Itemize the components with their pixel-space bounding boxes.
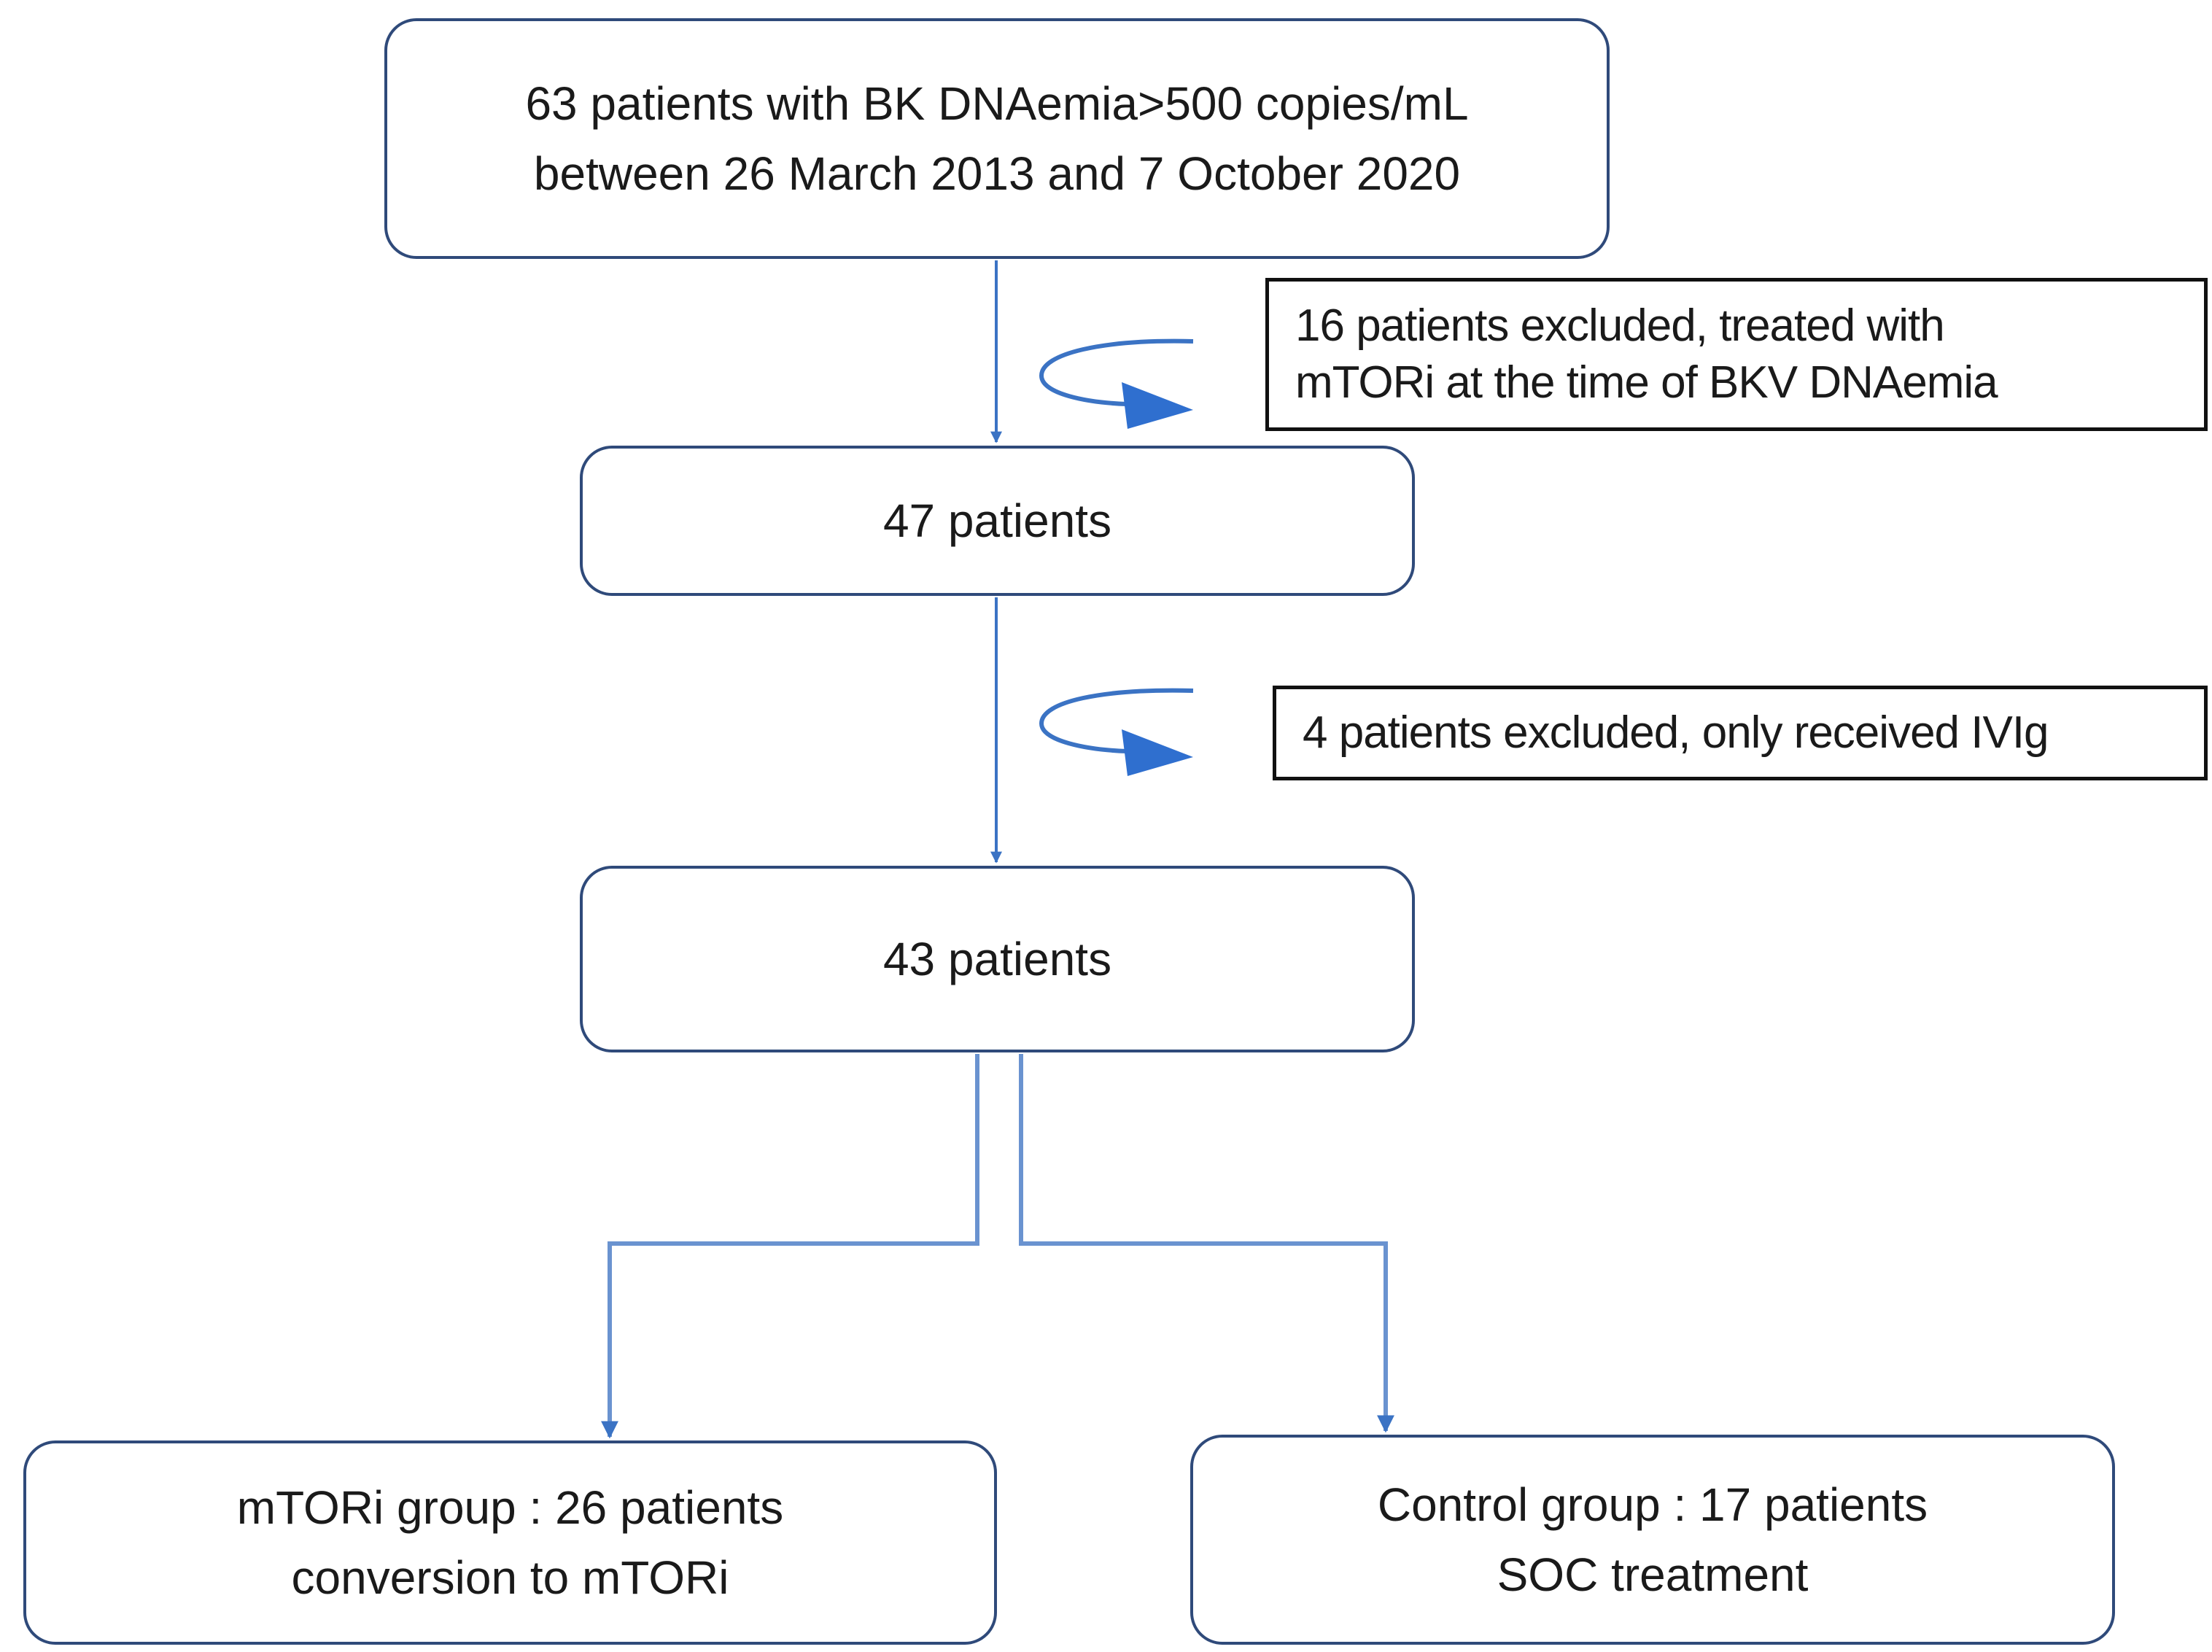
arrow-43-to-mtori bbox=[601, 1054, 979, 1439]
start-line-2: between 26 March 2013 and 7 October 2020 bbox=[533, 147, 1461, 200]
start-line-1: 63 patients with BK DNAemia>500 copies/m… bbox=[525, 77, 1469, 130]
exclusion-2-line-1: 4 patients excluded, only received IVIg bbox=[1303, 707, 2049, 758]
mtori-group-line-1: mTORi group : 26 patients bbox=[236, 1481, 784, 1534]
mtori-group-box: mTORi group : 26 patients conversion to … bbox=[23, 1440, 997, 1645]
step-43-label: 43 patients bbox=[882, 933, 1112, 985]
control-group-line-2: SOC treatment bbox=[1497, 1548, 1809, 1601]
arrow-43-to-control bbox=[1019, 1054, 1394, 1433]
exclusion-box-1: 16 patients excluded, treated with mTORi… bbox=[1265, 278, 2208, 431]
exclusion-arrow-1 bbox=[1039, 338, 1194, 429]
step-47-label: 47 patients bbox=[882, 495, 1112, 547]
exclusion-arrow-2 bbox=[1039, 688, 1194, 776]
control-group-box: Control group : 17 patients SOC treatmen… bbox=[1190, 1435, 2115, 1645]
step-47-box: 47 patients bbox=[580, 446, 1415, 596]
start-box: 63 patients with BK DNAemia>500 copies/m… bbox=[384, 18, 1610, 259]
mtori-group-line-2: conversion to mTORi bbox=[291, 1551, 729, 1604]
exclusion-1-line-1: 16 patients excluded, treated with bbox=[1295, 300, 1945, 351]
step-43-box: 43 patients bbox=[580, 866, 1415, 1052]
exclusion-1-line-2: mTORi at the time of BKV DNAemia bbox=[1295, 357, 1998, 408]
exclusion-box-2: 4 patients excluded, only received IVIg bbox=[1273, 686, 2208, 780]
control-group-line-1: Control group : 17 patients bbox=[1377, 1478, 1928, 1531]
